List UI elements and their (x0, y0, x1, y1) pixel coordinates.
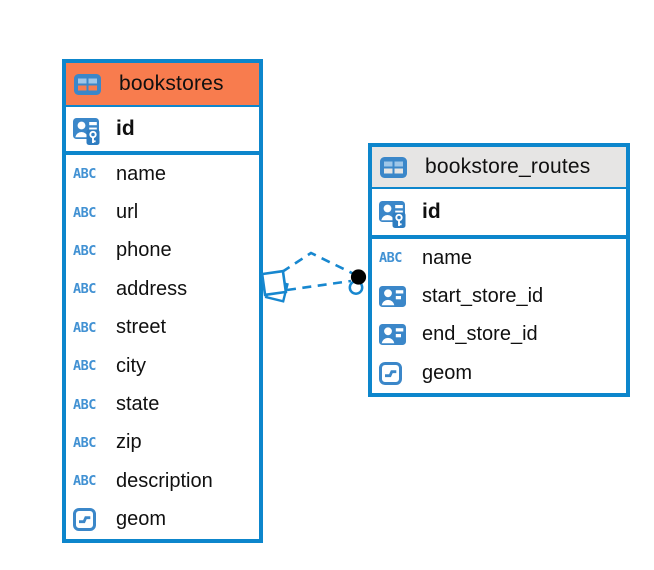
column-row-phone[interactable]: ABC phone (66, 231, 259, 271)
table-icon (380, 156, 412, 178)
table-header[interactable]: bookstores (66, 63, 259, 107)
column-row-start_store_id[interactable]: start_store_id (372, 277, 626, 316)
table-header[interactable]: bookstore_routes (372, 147, 626, 189)
table-name: bookstore_routes (425, 155, 591, 178)
table-icon (74, 73, 106, 95)
column-row-end_store_id[interactable]: end_store_id (372, 315, 626, 355)
column-name: zip (116, 431, 142, 454)
reference-icon (379, 286, 411, 308)
relationship-line-1 (281, 251, 357, 277)
column-name: description (116, 469, 213, 492)
column-name: address (116, 277, 188, 300)
column-row-city[interactable]: ABC city (66, 346, 259, 386)
column-row-id[interactable]: id (66, 107, 259, 151)
text-icon: ABC (73, 473, 96, 490)
primary-key-section: id (66, 107, 259, 155)
column-row-address[interactable]: ABC address (66, 270, 259, 309)
column-row-description[interactable]: ABC description (66, 462, 259, 501)
column-name: state (116, 393, 160, 416)
primary-key-icon (379, 197, 411, 228)
geometry-icon (73, 508, 105, 532)
text-icon: ABC (73, 396, 96, 413)
reference-icon (379, 324, 411, 346)
column-row-id[interactable]: id (372, 189, 626, 235)
text-icon: ABC (73, 242, 96, 259)
column-row-geom[interactable]: geom (66, 500, 259, 539)
primary-key-section: id (372, 189, 626, 239)
columns-section: ABC name start_store_id end_store_id geom (372, 239, 626, 393)
column-name: name (116, 162, 167, 185)
column-name: geom (422, 361, 473, 384)
column-name: name (422, 246, 473, 269)
column-row-street[interactable]: ABC street (66, 308, 259, 347)
column-name: url (116, 201, 139, 224)
column-name: id (116, 117, 135, 140)
text-icon: ABC (379, 250, 402, 267)
column-row-geom[interactable]: geom (372, 354, 626, 393)
relationship-line-2 (286, 279, 352, 292)
column-name: id (422, 200, 441, 223)
text-icon: ABC (73, 358, 96, 375)
column-name: street (116, 316, 167, 339)
geometry-icon (379, 361, 411, 385)
column-row-state[interactable]: ABC state (66, 385, 259, 424)
diamond-end-marker (260, 269, 289, 303)
text-icon: ABC (73, 166, 96, 183)
table-name: bookstores (119, 72, 224, 95)
dot-end-marker (348, 269, 367, 295)
text-icon: ABC (73, 434, 96, 451)
column-row-name[interactable]: ABC name (372, 239, 626, 278)
text-icon: ABC (73, 204, 96, 221)
column-row-name[interactable]: ABC name (66, 155, 259, 194)
text-icon: ABC (73, 319, 96, 336)
column-name: end_store_id (422, 323, 538, 346)
primary-key-icon (73, 114, 105, 145)
column-row-zip[interactable]: ABC zip (66, 423, 259, 463)
text-icon: ABC (73, 281, 96, 298)
column-name: phone (116, 239, 172, 262)
table-bookstore-routes[interactable]: bookstore_routes id ABC name start_store_… (368, 143, 630, 397)
column-name: start_store_id (422, 285, 544, 308)
column-name: city (116, 354, 146, 377)
column-name: geom (116, 508, 167, 531)
column-row-url[interactable]: ABC url (66, 193, 259, 232)
